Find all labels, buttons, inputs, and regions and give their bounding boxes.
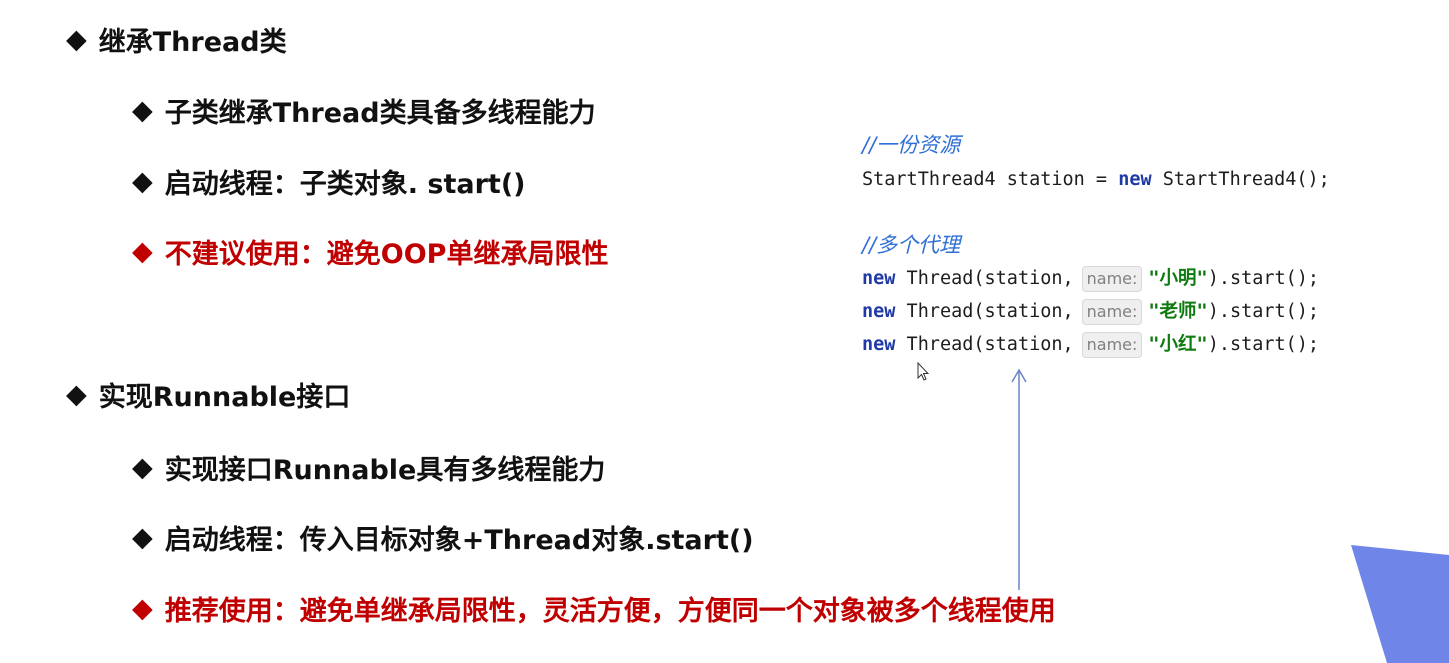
code-line-thread-3: new Thread(station, name:"小红").start(); [862, 330, 1319, 360]
diamond-bullet-icon: ◆ [132, 166, 153, 197]
section-1-item-1-text: 子类继承Thread类具备多线程能力 [164, 98, 596, 129]
code-text: Thread(station, [895, 301, 1074, 322]
code-line-thread-1: new Thread(station, name:"小明").start(); [862, 264, 1319, 294]
diamond-bullet-icon: ◆ [66, 24, 87, 55]
section-2-item-1-text: 实现接口Runnable具有多线程能力 [164, 455, 606, 486]
section-2-item-2: ◆ 启动线程：传入目标对象+Thread对象.start() [132, 518, 754, 557]
param-hint-name: name: [1081, 266, 1143, 292]
code-text: Thread(station, [895, 334, 1074, 355]
code-text: ).start(); [1207, 301, 1320, 322]
code-text: Thread(station, [895, 268, 1074, 289]
section-1-item-2-text: 启动线程：子类对象. start() [164, 169, 526, 200]
diamond-bullet-icon: ◆ [132, 236, 153, 267]
mouse-pointer-icon [917, 361, 930, 381]
diamond-bullet-icon: ◆ [132, 95, 153, 126]
section-2-item-2-text: 启动线程：传入目标对象+Thread对象.start() [164, 525, 754, 556]
param-hint-name: name: [1081, 299, 1143, 325]
code-keyword-new: new [1118, 169, 1152, 190]
section-1-item-3-text: 不建议使用：避免OOP单继承局限性 [164, 239, 609, 270]
code-text: StartThread4 station = [862, 169, 1119, 190]
section-2-item-3: ◆ 推荐使用：避免单继承局限性，灵活方便，方便同一个对象被多个线程使用 [132, 589, 1056, 628]
code-string-literal: "小明" [1148, 268, 1208, 289]
section-2-item-3-text: 推荐使用：避免单继承局限性，灵活方便，方便同一个对象被多个线程使用 [164, 596, 1056, 627]
corner-triangle-decoration [1351, 545, 1449, 663]
section-2-title: ◆ 实现Runnable接口 [66, 375, 350, 414]
code-text: ).start(); [1207, 268, 1320, 289]
code-comment-resource: //一份资源 [862, 133, 961, 157]
up-arrow-icon [1011, 368, 1027, 590]
code-keyword-new: new [862, 301, 896, 322]
section-1-item-1: ◆ 子类继承Thread类具备多线程能力 [132, 91, 596, 130]
code-keyword-new: new [862, 268, 896, 289]
section-1-title: ◆ 继承Thread类 [66, 20, 287, 59]
code-string-literal: "小红" [1148, 334, 1208, 355]
section-2-item-1: ◆ 实现接口Runnable具有多线程能力 [132, 448, 605, 487]
diamond-bullet-icon: ◆ [132, 593, 153, 624]
code-line-station: StartThread4 station = new StartThread4(… [862, 165, 1330, 195]
code-keyword-new: new [862, 334, 896, 355]
diamond-bullet-icon: ◆ [66, 379, 87, 410]
diamond-bullet-icon: ◆ [132, 452, 153, 483]
section-1-item-2: ◆ 启动线程：子类对象. start() [132, 162, 526, 201]
section-1-title-text: 继承Thread类 [98, 27, 287, 58]
code-line-thread-2: new Thread(station, name:"老师").start(); [862, 297, 1319, 327]
code-comment-proxies: //多个代理 [862, 233, 961, 257]
diamond-bullet-icon: ◆ [132, 522, 153, 553]
code-text: ).start(); [1207, 334, 1320, 355]
param-hint-name: name: [1081, 332, 1143, 358]
section-1-item-3: ◆ 不建议使用：避免OOP单继承局限性 [132, 232, 608, 271]
code-text: StartThread4(); [1151, 169, 1330, 190]
code-string-literal: "老师" [1148, 301, 1208, 322]
section-2-title-text: 实现Runnable接口 [98, 382, 351, 413]
